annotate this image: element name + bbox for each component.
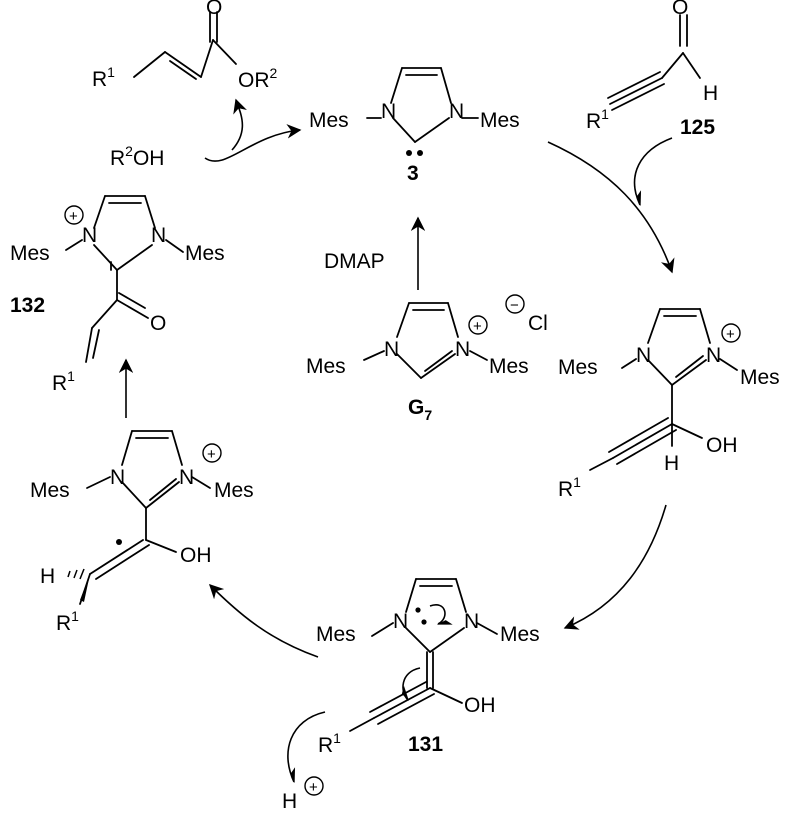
allenol-plus-circle xyxy=(202,443,222,463)
ester-release-arrow xyxy=(231,98,247,151)
electron-push-arrow-1 xyxy=(429,604,453,625)
breslow-mes-left: Mes xyxy=(316,623,356,646)
arrow-ynal-addition xyxy=(633,137,673,207)
ester-product: R1 O OR2 xyxy=(92,0,278,92)
acyl-azolium-132: + N N Mes Mes O R1 132 xyxy=(10,195,225,395)
acyl-mes-left: Mes xyxy=(10,242,50,265)
azolium-charge-circle xyxy=(64,205,84,225)
g7-plus: + xyxy=(473,318,482,335)
g7-plus-circle xyxy=(468,315,488,335)
alcohol-to-carbene-arrow xyxy=(204,124,302,162)
carbene-n-left: N xyxy=(381,100,396,123)
g7-mes-right: Mes xyxy=(489,355,529,378)
breslow-n-right: N xyxy=(464,610,479,633)
ester-r1-label: R1 xyxy=(92,64,115,91)
adduct-r1-label: R1 xyxy=(558,474,581,501)
proton-loss-arrow xyxy=(287,711,326,784)
allenol-mes-left: Mes xyxy=(30,479,70,502)
lone-pair-dot-left xyxy=(406,150,412,156)
adduct-oh: OH xyxy=(706,434,738,457)
ynal-h: H xyxy=(703,82,718,105)
proton-label: H xyxy=(282,790,297,813)
ynal-o: O xyxy=(672,0,688,19)
adduct-plus-circle xyxy=(721,323,741,343)
breslow-r1-label: R1 xyxy=(318,730,341,757)
adduct-plus: + xyxy=(726,326,735,343)
carbene-mes-left: Mes xyxy=(309,109,349,132)
compound-3-label: 3 xyxy=(407,162,419,185)
breslow-mes-right: Mes xyxy=(500,623,540,646)
dmap-activation: DMAP xyxy=(324,216,426,290)
azolium-plus: + xyxy=(69,208,78,225)
chloride-minus: − xyxy=(510,297,519,314)
ynal-125: O H R1 125 xyxy=(586,0,718,139)
arrow-carbene-to-adduct xyxy=(547,141,675,274)
compound-131-label: 131 xyxy=(408,733,443,756)
breslow-n-left: N xyxy=(393,610,408,633)
cycle-arrows xyxy=(118,137,675,658)
carbene-n-right: N xyxy=(449,100,464,123)
adduct-n-left: N xyxy=(636,344,651,367)
adduct-mes-left: Mes xyxy=(558,356,598,379)
chloride-label: Cl xyxy=(528,312,548,335)
wedge-bond xyxy=(80,574,90,602)
arrow-adduct-to-breslow xyxy=(563,504,667,630)
g7-n-left: N xyxy=(384,338,399,361)
allenol-r1-label: R1 xyxy=(56,608,79,635)
g7-mes-left: Mes xyxy=(306,355,346,378)
carbene-mes-right: Mes xyxy=(480,109,520,132)
lone-pair-upper xyxy=(415,607,421,613)
allenol-mes-right: Mes xyxy=(214,479,254,502)
compound-132-label: 132 xyxy=(10,294,45,317)
acyl-r1-label: R1 xyxy=(52,368,75,395)
adduct-h: H xyxy=(664,452,679,475)
ester-carbonyl-o: O xyxy=(206,0,222,19)
ester-bonds xyxy=(133,11,237,80)
alcohol-reagent: R2OH xyxy=(110,98,302,170)
carbene-3: Mes N N Mes 3 xyxy=(309,67,520,185)
proton-charge-circle xyxy=(304,776,324,796)
proton-plus: + xyxy=(309,779,318,796)
chloride-minus-circle xyxy=(505,294,525,314)
lone-pair-dot-right xyxy=(417,150,423,156)
lone-pair-lower xyxy=(421,619,427,625)
allenol-h: H xyxy=(40,565,55,588)
compound-125-label: 125 xyxy=(680,116,715,139)
allenol-oh: OH xyxy=(180,544,212,567)
breslow-intermediate-131: N N Mes Mes OH R1 131 H + xyxy=(282,578,540,813)
allenol-intermediate: N N Mes Mes + OH H R1 xyxy=(30,430,254,635)
adduct-n-right: N xyxy=(706,344,721,367)
allene-center-dot xyxy=(116,539,122,545)
acyl-mes-right: Mes xyxy=(185,242,225,265)
precatalyst-g7: N N Mes Mes + − Cl G7 xyxy=(306,294,548,423)
allenol-plus: + xyxy=(207,446,216,463)
electron-push-arrow-2 xyxy=(401,667,421,702)
compound-g7-label: G7 xyxy=(408,396,432,423)
allenol-n-left: N xyxy=(110,466,125,489)
carbinol-adduct: N N Mes Mes + OH H R1 xyxy=(558,308,780,501)
adduct-mes-right: Mes xyxy=(740,366,780,389)
acyl-n-left: N xyxy=(82,224,97,247)
ynal-r1-label: R1 xyxy=(586,106,609,133)
ester-or2-label: OR2 xyxy=(238,65,278,92)
allenol-n-right: N xyxy=(179,466,194,489)
r2oh-label: R2OH xyxy=(110,143,164,170)
hash-bond xyxy=(67,568,85,580)
g7-n-right: N xyxy=(455,338,470,361)
acyl-n-right: N xyxy=(151,224,166,247)
acyl-carbonyl-o: O xyxy=(150,312,166,335)
arrow-breslow-to-allenol xyxy=(208,583,319,658)
dmap-label: DMAP xyxy=(324,250,385,273)
breslow-oh: OH xyxy=(464,694,496,717)
